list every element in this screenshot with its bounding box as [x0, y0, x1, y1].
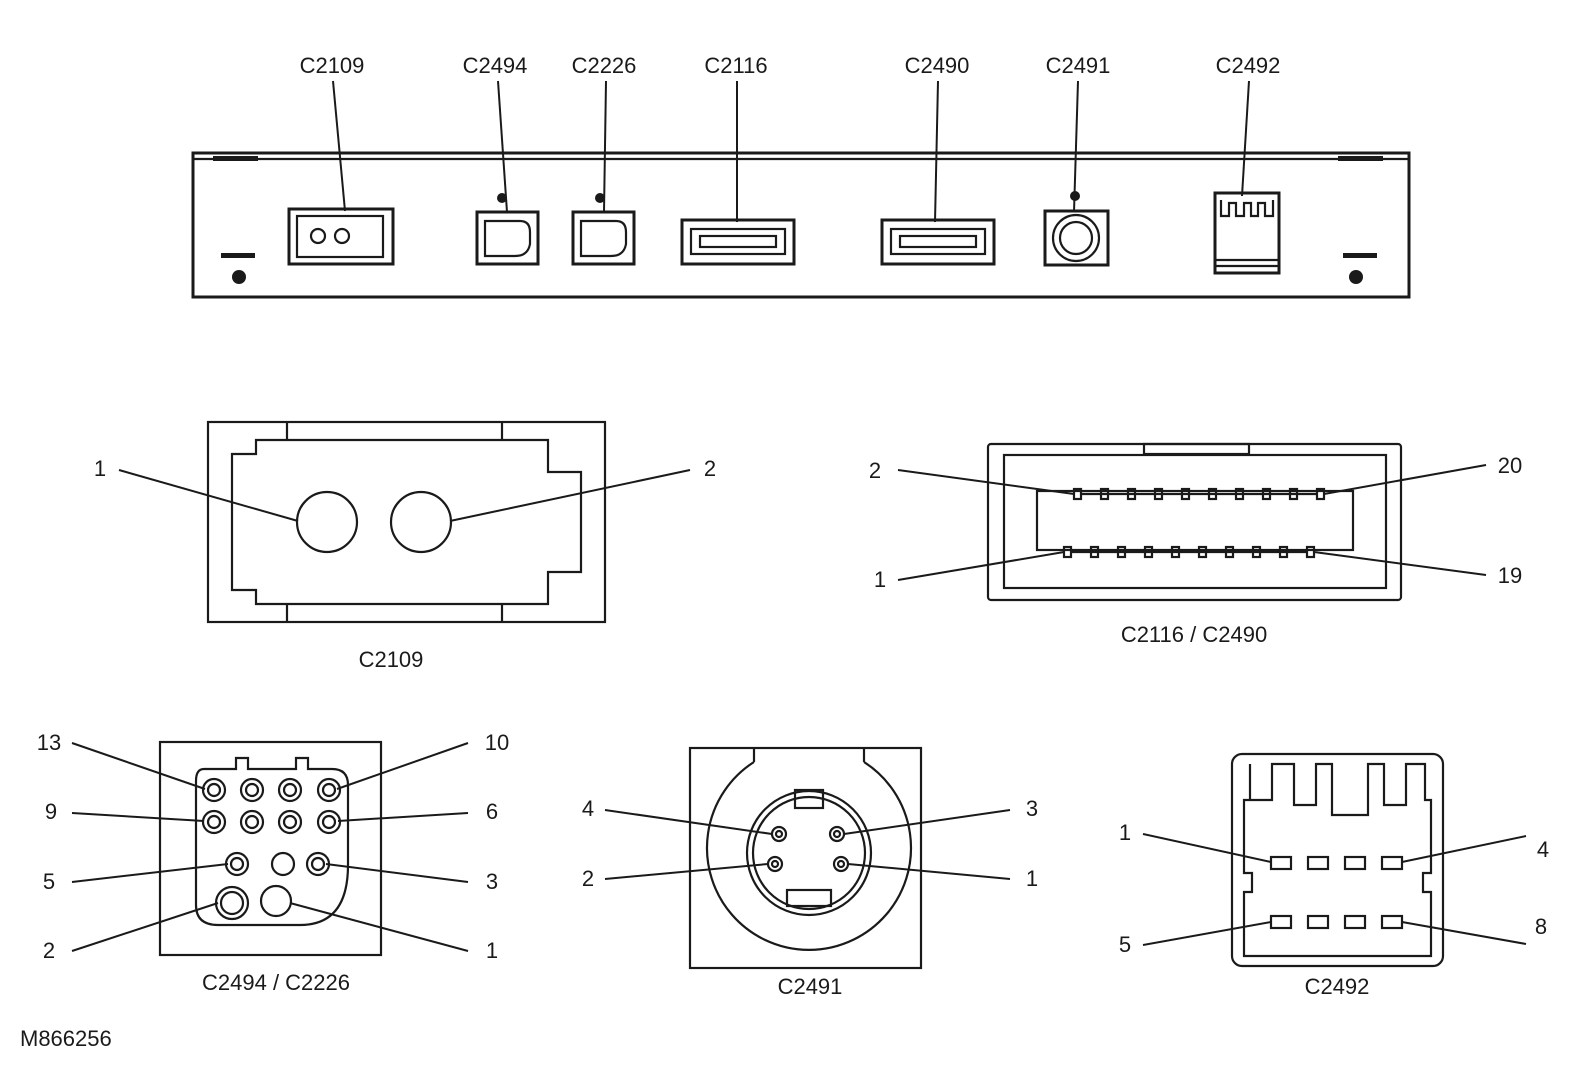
c2492-pin-label-1: 1	[1119, 820, 1131, 845]
port-c2490	[880, 218, 996, 266]
c2494-pin-grid	[201, 777, 342, 921]
caption-c2116-c2490: C2116 / C2490	[1121, 622, 1267, 647]
port-c2109	[287, 207, 395, 266]
caption-c2109: C2109	[359, 647, 424, 672]
port-c2494	[475, 193, 540, 266]
label-c2492: C2492	[1216, 53, 1281, 78]
c2494-pin-label-3: 3	[486, 869, 498, 894]
c2492-pin-row-bottom	[1269, 914, 1404, 930]
label-c2491: C2491	[1046, 53, 1111, 78]
port-c2492	[1213, 191, 1281, 275]
c2116-pin-label-20: 20	[1498, 453, 1522, 478]
c2492-pin-label-5: 5	[1119, 932, 1131, 957]
c2491-pin-label-4: 4	[582, 796, 594, 821]
c2116-pin-row-bottom	[1062, 545, 1316, 559]
label-c2494: C2494	[463, 53, 528, 78]
c2494-pin-label-5: 5	[43, 869, 55, 894]
caption-c2491: C2491	[778, 974, 843, 999]
mount-screw-right	[1349, 270, 1363, 284]
detail-c2491: 4 3 2 1 C2491	[582, 746, 1038, 999]
top-callouts: C2109 C2494 C2226 C2116 C2490 C2491 C249…	[300, 53, 1281, 223]
caption-c2492: C2492	[1305, 974, 1370, 999]
c2491-pin-label-3: 3	[1026, 796, 1038, 821]
port-c2226	[571, 193, 636, 266]
c2109-pin-label-2: 2	[704, 456, 716, 481]
mount-screw-left	[232, 270, 246, 284]
label-c2109: C2109	[300, 53, 365, 78]
c2494-pin-label-1: 1	[486, 938, 498, 963]
label-c2116: C2116	[704, 53, 767, 78]
detail-c2116-c2490: 2 20 1 19 C2116 / C2490	[869, 442, 1522, 647]
unit-body	[191, 151, 1411, 299]
c2492-pin-label-8: 8	[1535, 914, 1547, 939]
c2116-pin-row-top	[1072, 487, 1326, 501]
c2491-pin-label-2: 2	[582, 866, 594, 891]
label-c2490: C2490	[905, 53, 970, 78]
c2109-pin-2	[389, 490, 453, 554]
detail-c2492: 1 4 5 8 C2492	[1119, 752, 1549, 999]
c2116-pin-label-1: 1	[874, 567, 886, 592]
unit-rear-panel	[191, 151, 1411, 299]
c2494-pin-label-9: 9	[45, 799, 57, 824]
c2494-pin-label-10: 10	[485, 730, 509, 755]
label-c2226: C2226	[572, 53, 637, 78]
c2109-pin-1	[295, 490, 359, 554]
port-c2116	[680, 218, 796, 266]
detail-c2494-c2226: 13 10 9 6 5 3 2 1 C2494 / C2226	[37, 730, 509, 995]
c2494-pin-label-2: 2	[43, 938, 55, 963]
caption-c2494-c2226: C2494 / C2226	[202, 970, 350, 995]
c2492-pin-label-4: 4	[1537, 837, 1549, 862]
port-c2491	[1043, 191, 1110, 267]
c2109-pin-label-1: 1	[94, 456, 106, 481]
figure-id: M866256	[20, 1026, 112, 1051]
c2494-pin-label-13: 13	[37, 730, 61, 755]
c2116-pin-label-19: 19	[1498, 563, 1522, 588]
c2116-pin-label-2: 2	[869, 458, 881, 483]
c2494-pin-label-6: 6	[486, 799, 498, 824]
detail-c2109: 1 2 C2109	[94, 420, 716, 672]
c2491-pin-label-1: 1	[1026, 866, 1038, 891]
c2492-pin-row-top	[1269, 855, 1404, 871]
